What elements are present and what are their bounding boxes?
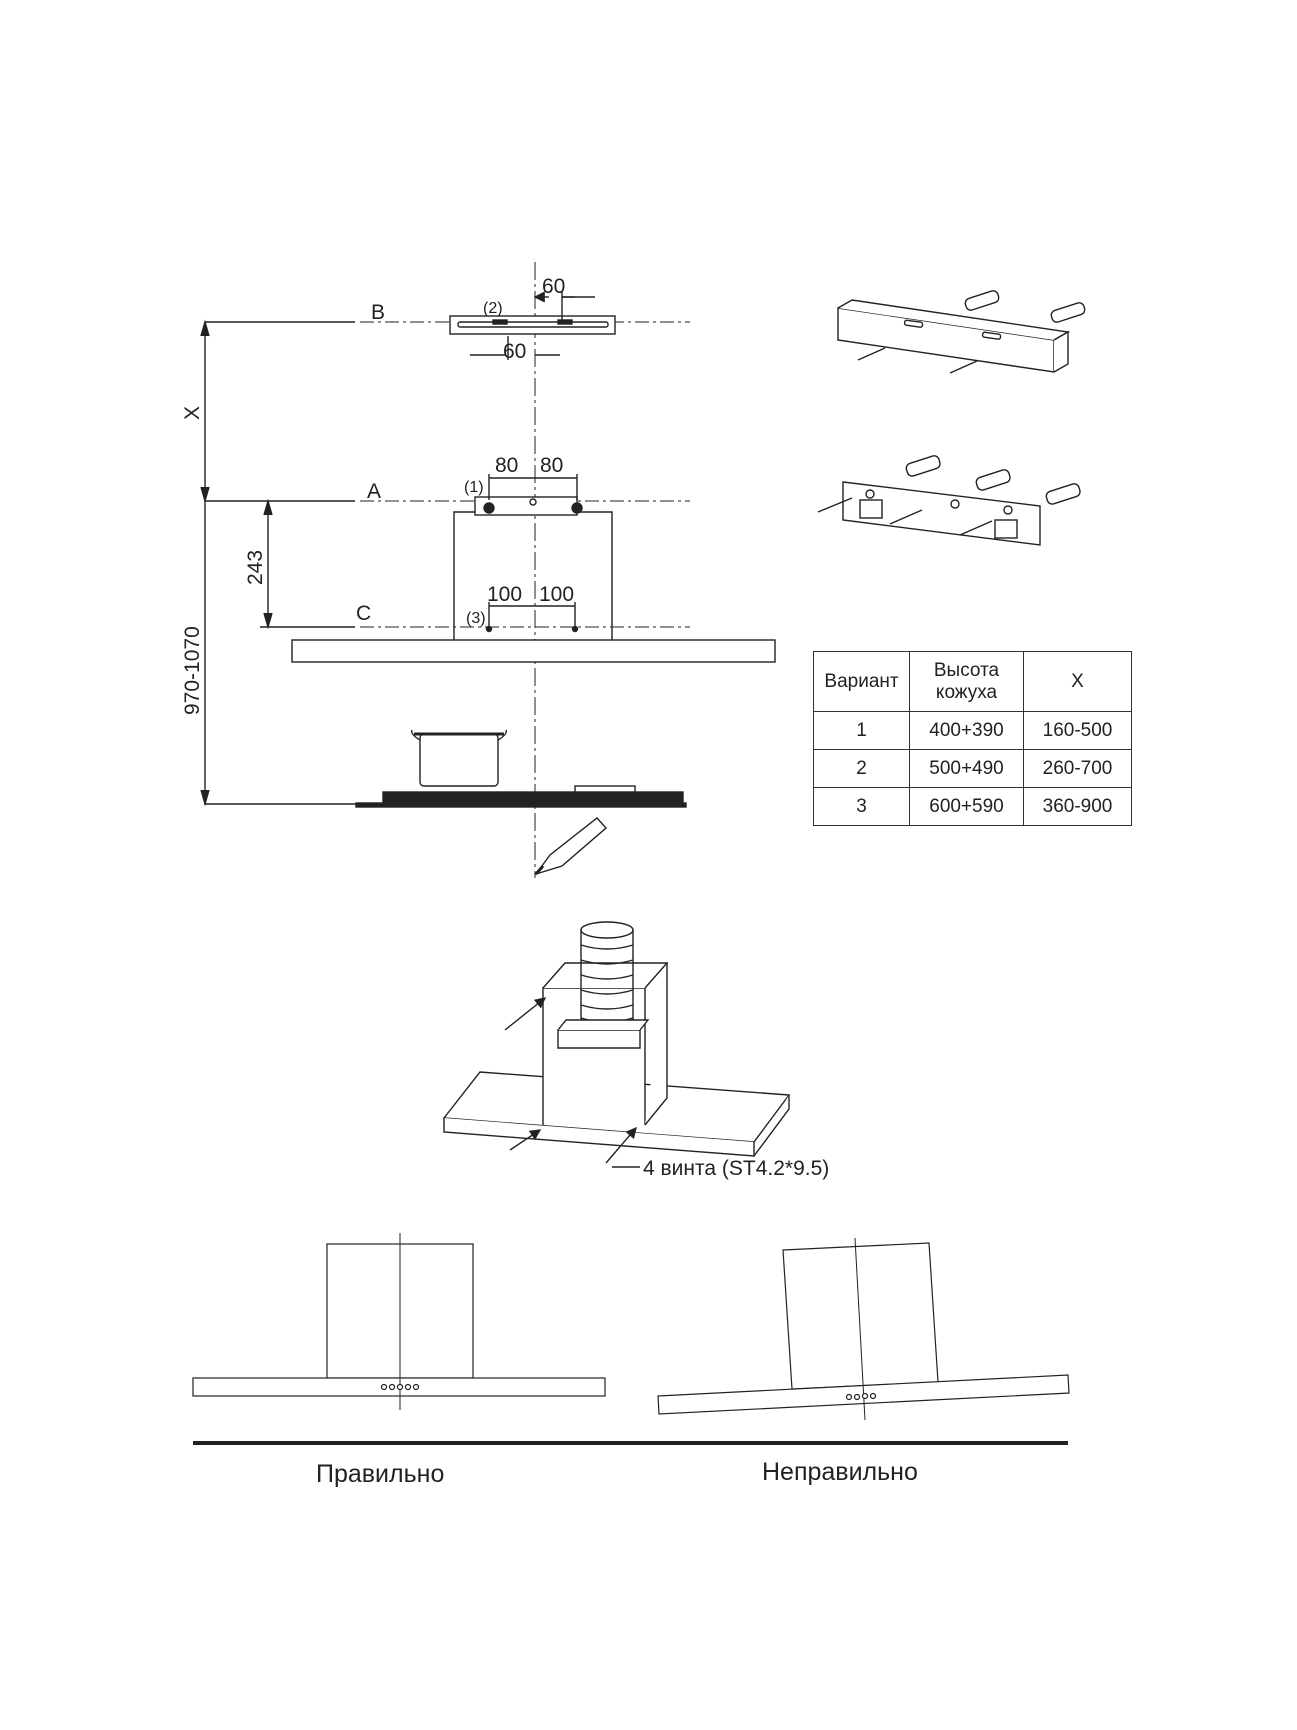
dowel-icon: [964, 290, 1086, 323]
dim-80-left: 80: [495, 454, 518, 477]
table-row: 3 600+590 360-900: [813, 787, 1132, 826]
level-b-label: B: [371, 301, 385, 324]
label-2: (2): [483, 300, 503, 317]
dim-80-right: 80: [540, 454, 563, 477]
header-height: Высота кожуха: [909, 651, 1024, 712]
level-a-label: A: [367, 480, 381, 503]
upper-bracket-parts: [837, 290, 1086, 374]
elevation-labels: 60 (2) 60 80 80 (1) 100 100 (3) B A C X …: [181, 275, 574, 715]
header-variant: Вариант: [813, 651, 910, 712]
dim-970-1070-label: 970-1070: [181, 626, 204, 715]
dim-60-top: 60: [542, 275, 565, 298]
screws-label: 4 винта (ST4.2*9.5): [643, 1157, 829, 1180]
table-row: 1 400+390 160-500: [813, 711, 1132, 750]
elevation-drawing: [200, 262, 776, 878]
dim-100-right: 100: [539, 583, 574, 606]
dim-100-left: 100: [487, 583, 522, 606]
variants-table: Вариант Высота кожуха X 1 400+390 160-50…: [813, 651, 1132, 826]
incorrect-install-drawing: [657, 1237, 1070, 1421]
dowel-icon: [905, 455, 1081, 505]
dim-243-label: 243: [244, 550, 267, 585]
dim-x-label: X: [181, 406, 204, 420]
table-row: 2 500+490 260-700: [813, 749, 1132, 788]
caption-incorrect: Неправильно: [762, 1458, 918, 1486]
dim-60-bottom: 60: [503, 340, 526, 363]
header-x: X: [1023, 651, 1132, 712]
label-3: (3): [466, 610, 486, 627]
label-1: (1): [464, 479, 484, 496]
correct-install-drawing: [192, 1233, 606, 1410]
lower-bracket-parts: [817, 455, 1081, 546]
caption-correct: Правильно: [316, 1460, 445, 1488]
hood-assembly-iso: [442, 921, 791, 1168]
level-c-label: C: [356, 602, 371, 625]
